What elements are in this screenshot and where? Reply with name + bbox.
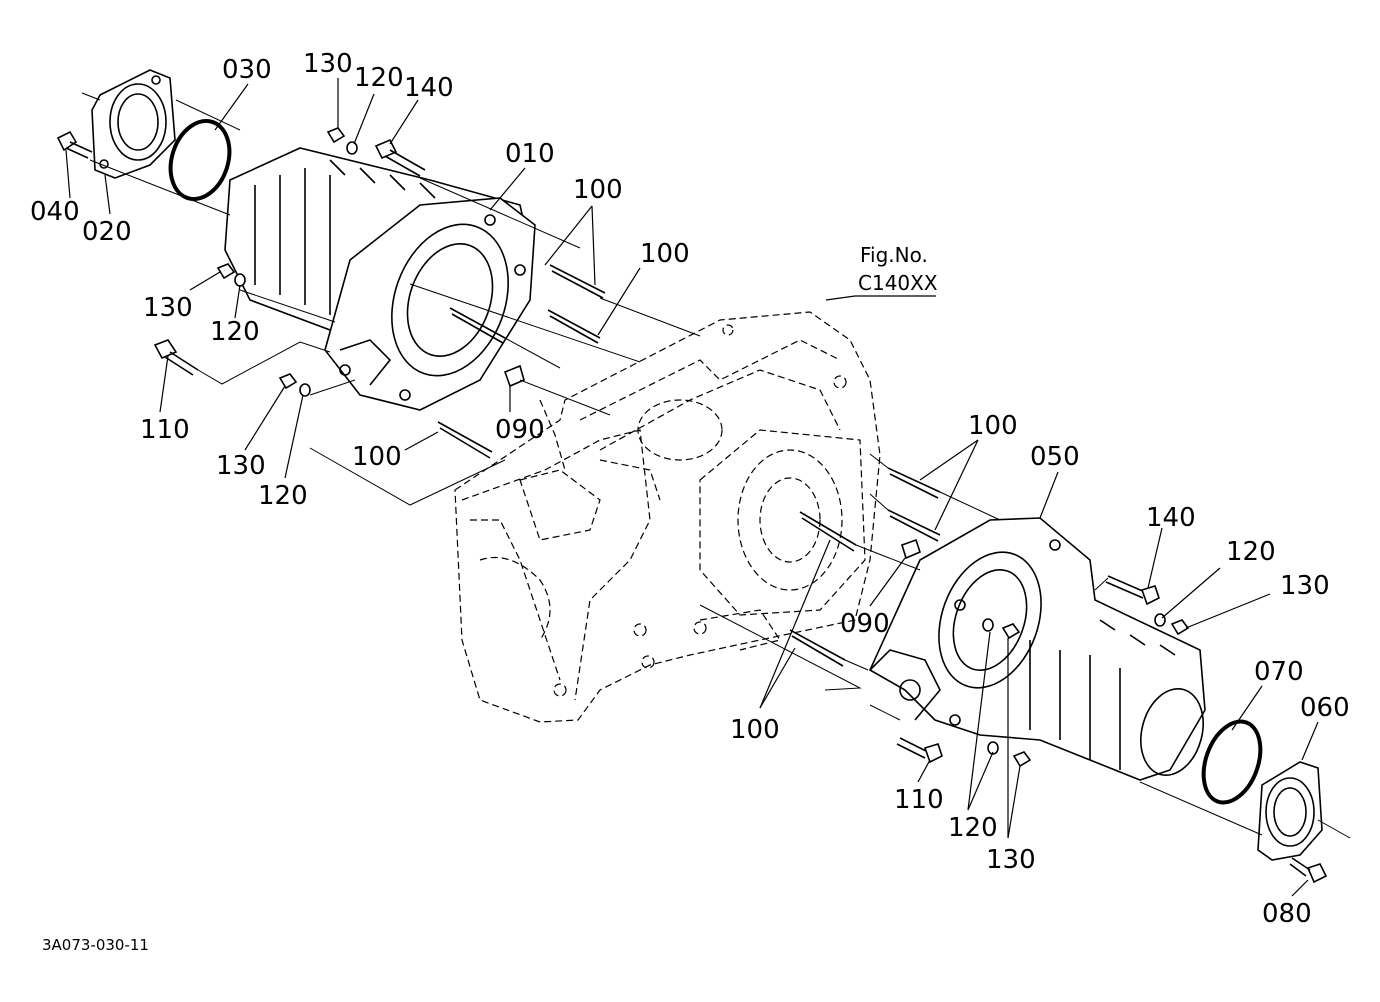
dowel-pin-090-left [503,364,525,388]
bearing-cover-060 [1257,761,1323,861]
figure-ref-label: Fig.No. [860,243,928,267]
nuts-washers-right [982,613,1190,768]
figure-reference: Fig.No. C140XX [858,243,938,295]
callout-040: 040 [30,197,80,227]
callout-130: 130 [303,49,353,79]
callout-080: 080 [1262,899,1312,929]
studs-100-right [789,467,941,667]
drawing-code: 3A073-030-11 [42,936,149,954]
bolt-110-left [153,339,199,376]
bolt-140-left [374,138,426,177]
bolt-040 [56,130,93,159]
callout-120: 120 [210,317,260,347]
bearing-cover-020 [91,69,176,179]
callout-120: 120 [948,813,998,843]
leader-lines [65,78,1319,897]
nuts-washers-left [216,127,358,397]
callout-020: 020 [82,217,132,247]
callout-140: 140 [404,73,454,103]
callout-090: 090 [840,609,890,639]
callout-100: 100 [730,715,780,745]
callout-130: 130 [143,293,193,323]
figure-ref-code: C140XX [858,271,938,295]
axle-housing-right [868,517,1206,781]
callout-060: 060 [1300,693,1350,723]
callout-100: 100 [352,442,402,472]
callout-050: 050 [1030,442,1080,472]
o-ring-070 [1201,719,1263,805]
callout-110: 110 [140,415,190,445]
bolt-080 [1289,857,1328,884]
callout-140: 140 [1146,503,1196,533]
callout-100: 100 [640,239,690,269]
callout-090: 090 [495,415,545,445]
callout-070: 070 [1254,657,1304,687]
callout-100: 100 [968,411,1018,441]
callout-100: 100 [573,175,623,205]
callout-110: 110 [894,785,944,815]
callout-120: 120 [354,63,404,93]
callout-130: 130 [216,451,266,481]
callout-120: 120 [258,481,308,511]
callout-010: 010 [505,139,555,169]
bolt-110-right [896,737,943,764]
callout-130: 130 [986,845,1036,875]
callout-030: 030 [222,55,272,85]
axle-housing-left [224,147,536,411]
dowel-pin-090-right [901,538,921,560]
bolt-140-right [1105,575,1160,606]
callout-130: 130 [1280,571,1330,601]
studs-100-left [437,264,606,459]
callout-120: 120 [1226,537,1276,567]
transmission-case [454,311,881,723]
callout-labels: 030 130 120 140 010 040 020 100 100 130 … [30,49,1350,929]
